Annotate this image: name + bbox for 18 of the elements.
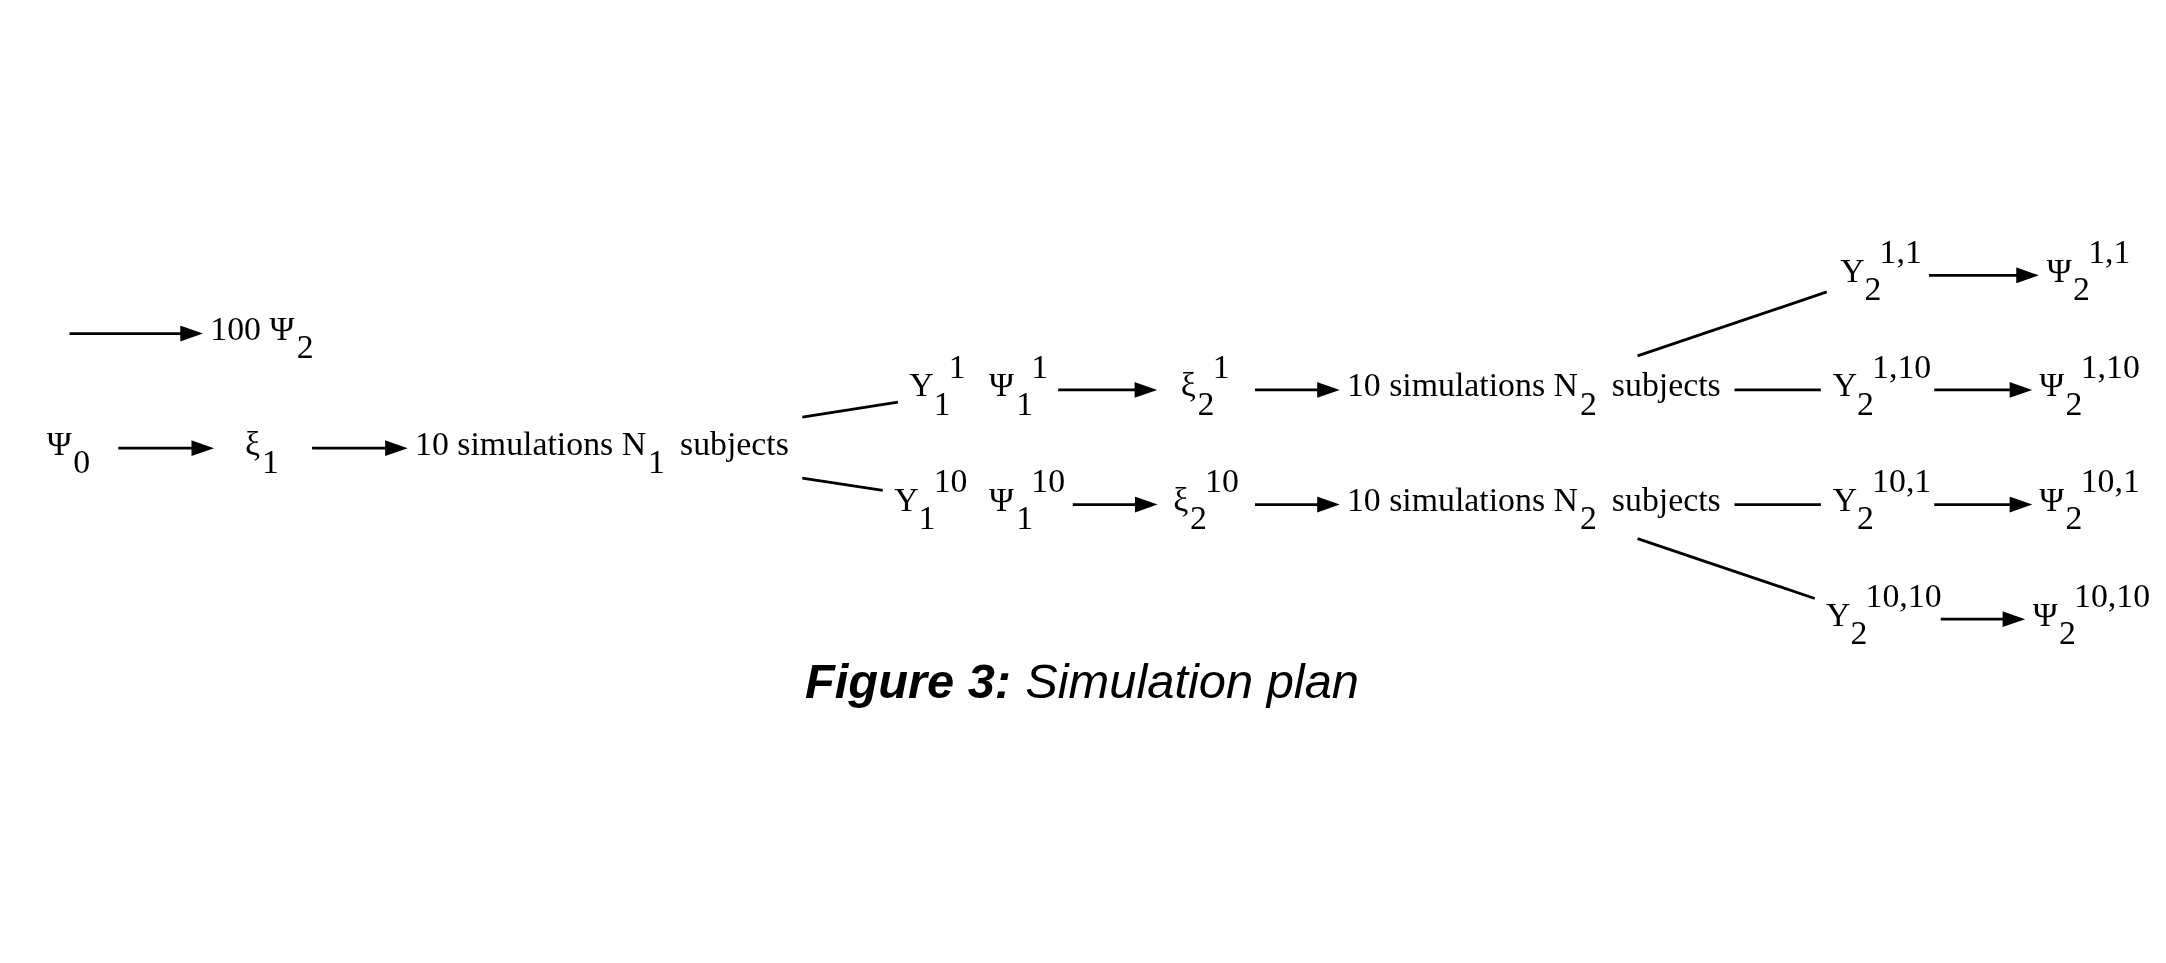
- arrow: [1940, 610, 2026, 627]
- arrow: [69, 325, 203, 341]
- caption: Figure 3: Simulation plan: [804, 653, 1360, 708]
- arrow: [1255, 381, 1340, 398]
- arrow: [1928, 266, 2039, 283]
- connector: [1637, 536, 1816, 600]
- connector: [802, 476, 883, 492]
- arrow: [312, 439, 408, 456]
- arrow: [1934, 496, 2033, 512]
- connector: [1637, 290, 1828, 357]
- connector: [1734, 502, 1821, 506]
- arrow: [1058, 381, 1158, 398]
- arrow: [1934, 381, 2033, 398]
- connector: [802, 400, 899, 419]
- arrow: [118, 439, 215, 456]
- arrow: [1072, 496, 1158, 512]
- connector: [1734, 388, 1821, 391]
- arrow: [1255, 496, 1340, 512]
